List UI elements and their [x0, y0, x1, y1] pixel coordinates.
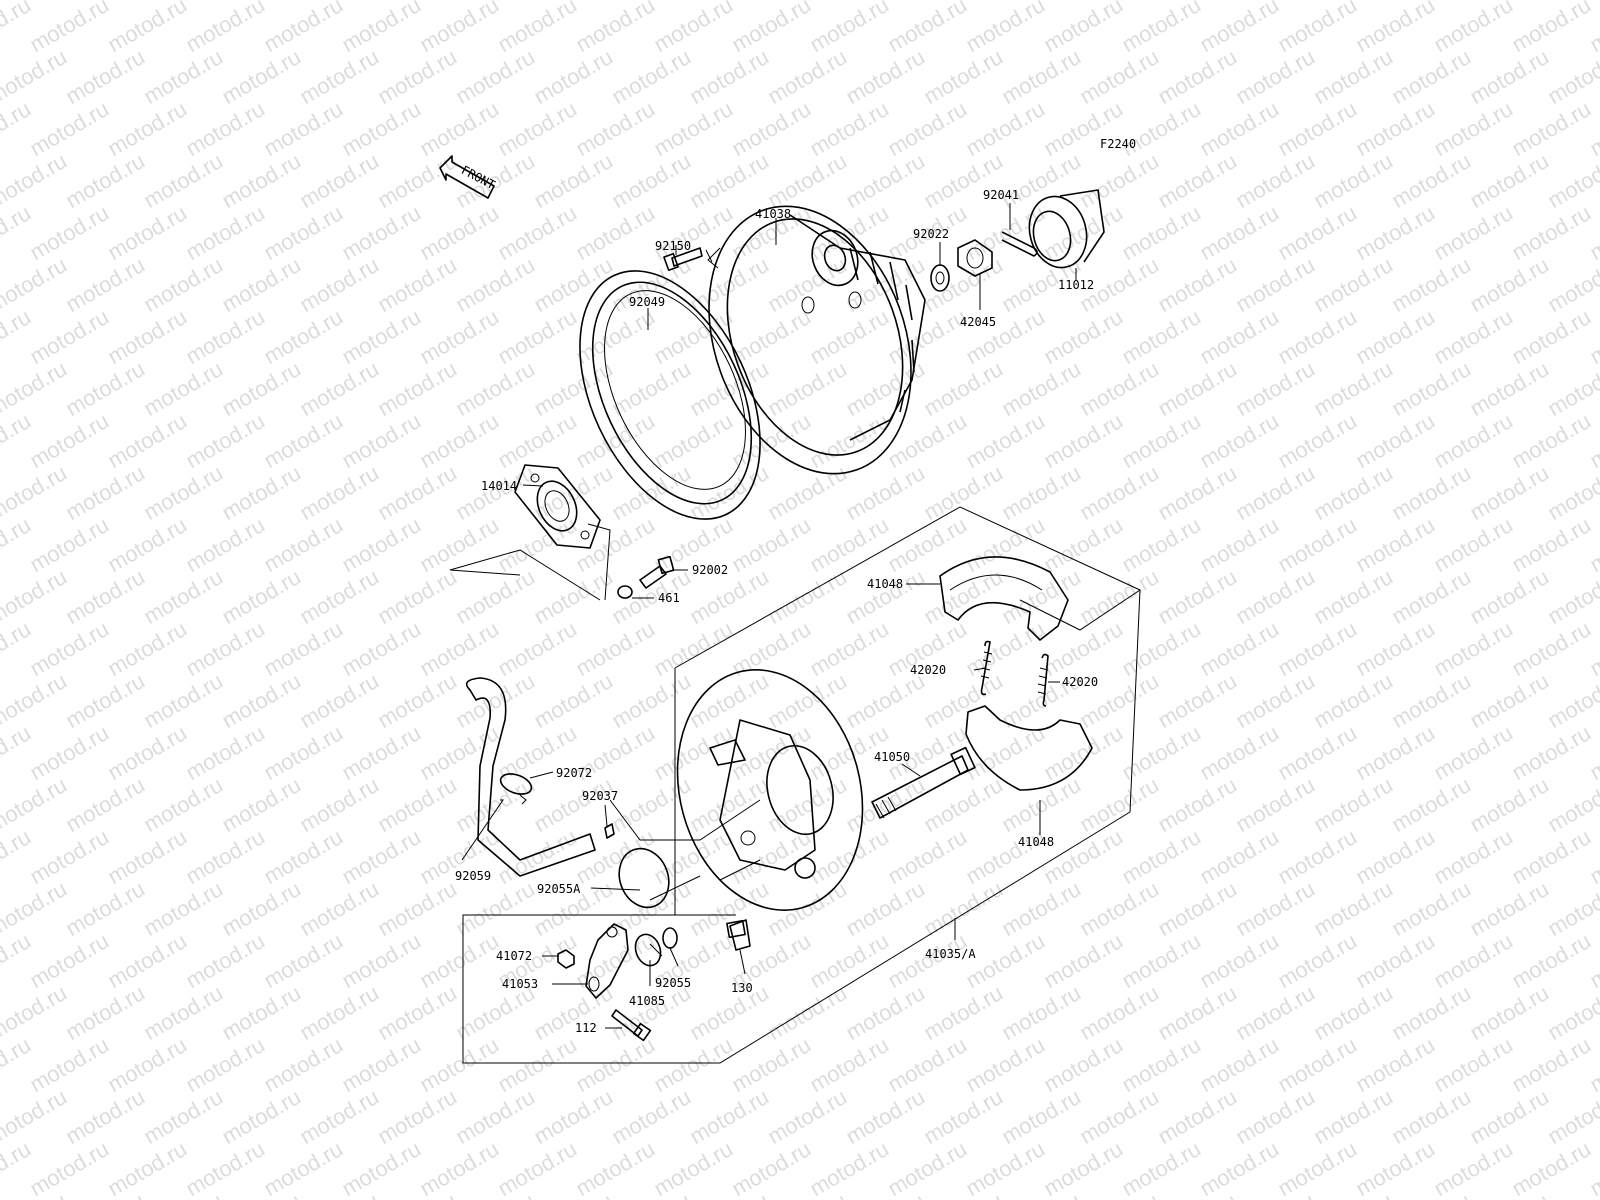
part-label: 41085: [629, 994, 665, 1008]
brake-shoe-lower-icon: [965, 705, 1093, 791]
part-label: 92037: [582, 789, 618, 803]
part-label: 92049: [629, 295, 665, 309]
camshaft-icon: [871, 746, 976, 819]
part-label: 14014: [481, 479, 517, 493]
o-ring-large-icon: [618, 847, 670, 909]
part-label: 92150: [655, 239, 691, 253]
lock-washer-icon: [617, 585, 633, 599]
brake-panel-icon: [676, 669, 864, 911]
part-label: 41048: [1018, 835, 1054, 849]
part-label: 461: [658, 591, 680, 605]
clip-icon: [604, 823, 615, 839]
part-label: 92059: [455, 869, 491, 883]
cam-lever-icon: [585, 923, 629, 999]
o-ring-small-icon: [662, 927, 678, 949]
part-label: 42045: [960, 315, 996, 329]
front-label: FRONT: [459, 163, 497, 192]
part-label: 41072: [496, 949, 532, 963]
hub-cap-icon: [1028, 189, 1105, 269]
lever-bolt-icon: [611, 1009, 652, 1042]
part-label: 41053: [502, 977, 538, 991]
part-label: 92022: [913, 227, 949, 241]
return-spring-left-icon: [980, 640, 993, 696]
panel-bolt-icon: [726, 919, 751, 951]
front-arrow-icon: FRONT: [439, 155, 497, 199]
part-label: 130: [731, 981, 753, 995]
drum-seal-icon: [579, 270, 761, 520]
indicator-plate-icon: [634, 933, 663, 967]
breather-hose-icon: [465, 677, 596, 877]
brake-drum-icon: [708, 205, 926, 475]
part-label: 11012: [1058, 278, 1094, 292]
figure-code: F2240: [1100, 137, 1136, 151]
part-label: 42020: [910, 663, 946, 677]
castle-nut-icon: [957, 239, 993, 277]
bearing-flange-icon: [514, 464, 601, 549]
part-label: 92055A: [537, 882, 581, 896]
part-label: 92072: [556, 766, 592, 780]
part-label: 92041: [983, 188, 1019, 202]
return-spring-right-icon: [1037, 653, 1049, 707]
part-label: 41048: [867, 577, 903, 591]
flange-bolt-icon: [639, 555, 675, 589]
part-label: 41050: [874, 750, 910, 764]
part-label: 92055: [655, 976, 691, 990]
brake-shoe-upper-icon: [939, 556, 1069, 641]
part-label: 42020: [1062, 675, 1098, 689]
part-label: 92002: [692, 563, 728, 577]
hose-clamp-icon: [499, 773, 533, 805]
part-label: 112: [575, 1021, 597, 1035]
part-label: 41035/A: [925, 947, 976, 961]
nut-icon: [557, 949, 575, 969]
washer-icon: [930, 264, 950, 292]
bolt-icon: [663, 247, 703, 272]
part-label: 41038: [755, 207, 791, 221]
